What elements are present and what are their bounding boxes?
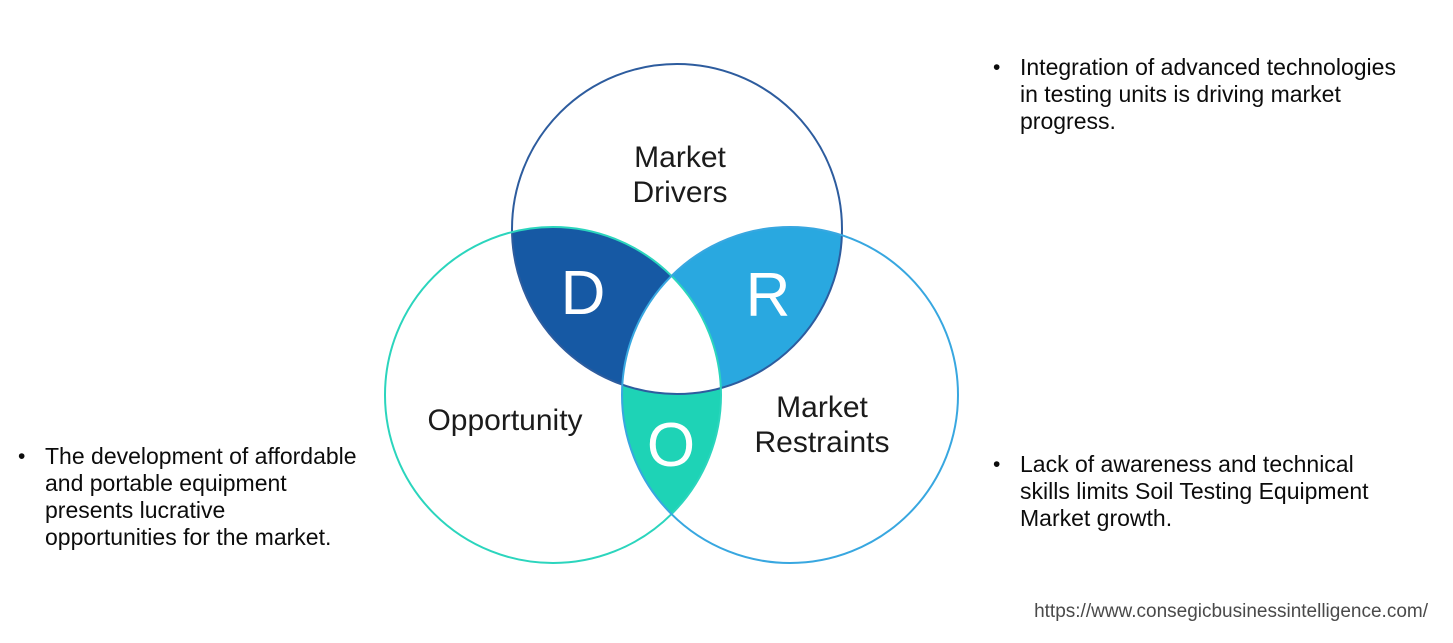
bullet-icon: • bbox=[993, 56, 1001, 79]
bullet-line: progress. bbox=[1020, 108, 1116, 134]
drivers-label-line1: Market bbox=[634, 141, 726, 174]
drivers-overlap-region bbox=[512, 227, 721, 394]
drivers-circle bbox=[511, 63, 843, 395]
opportunity-label: Opportunity bbox=[427, 404, 582, 437]
restraints-label-line2: Restraints bbox=[754, 426, 889, 459]
bullet-line: The development of affordable bbox=[45, 443, 357, 469]
bullet-icon: • bbox=[18, 445, 26, 468]
bullet-line: opportunities for the market. bbox=[45, 524, 332, 550]
bullet-line: Lack of awareness and technical bbox=[1020, 451, 1354, 477]
restraints-letter: R bbox=[746, 261, 791, 330]
restraints-bullet-text: Lack of awareness and technical skills l… bbox=[1020, 451, 1369, 532]
bullet-line: Market growth. bbox=[1020, 505, 1173, 531]
restraints-overlap-region bbox=[622, 227, 842, 394]
drivers-label-line2: Drivers bbox=[633, 176, 728, 209]
bullet-icon: • bbox=[993, 453, 1001, 476]
opportunity-bullet: • The development of affordable and port… bbox=[18, 443, 357, 551]
bullet-line: presents lucrative bbox=[45, 497, 226, 523]
restraints-bullet: • Lack of awareness and technical skills… bbox=[993, 451, 1369, 532]
bullet-line: Integration of advanced technologies bbox=[1020, 54, 1396, 80]
opportunity-bullet-text: The development of affordable and portab… bbox=[45, 443, 357, 551]
drivers-bullet: • Integration of advanced technologies i… bbox=[993, 54, 1396, 135]
bullet-line: in testing units is driving market bbox=[1020, 81, 1341, 107]
restraints-label-line1: Market bbox=[776, 391, 868, 424]
source-url: https://www.consegicbusinessintelligence… bbox=[1034, 601, 1428, 622]
restraints-circle bbox=[621, 226, 959, 564]
drivers-letter: D bbox=[561, 259, 606, 328]
drivers-bullet-text: Integration of advanced technologies in … bbox=[1020, 54, 1396, 135]
opportunity-letter: O bbox=[647, 411, 695, 480]
bullet-line: and portable equipment bbox=[45, 470, 287, 496]
opportunity-circle bbox=[384, 226, 722, 564]
bullet-line: skills limits Soil Testing Equipment bbox=[1020, 478, 1369, 504]
